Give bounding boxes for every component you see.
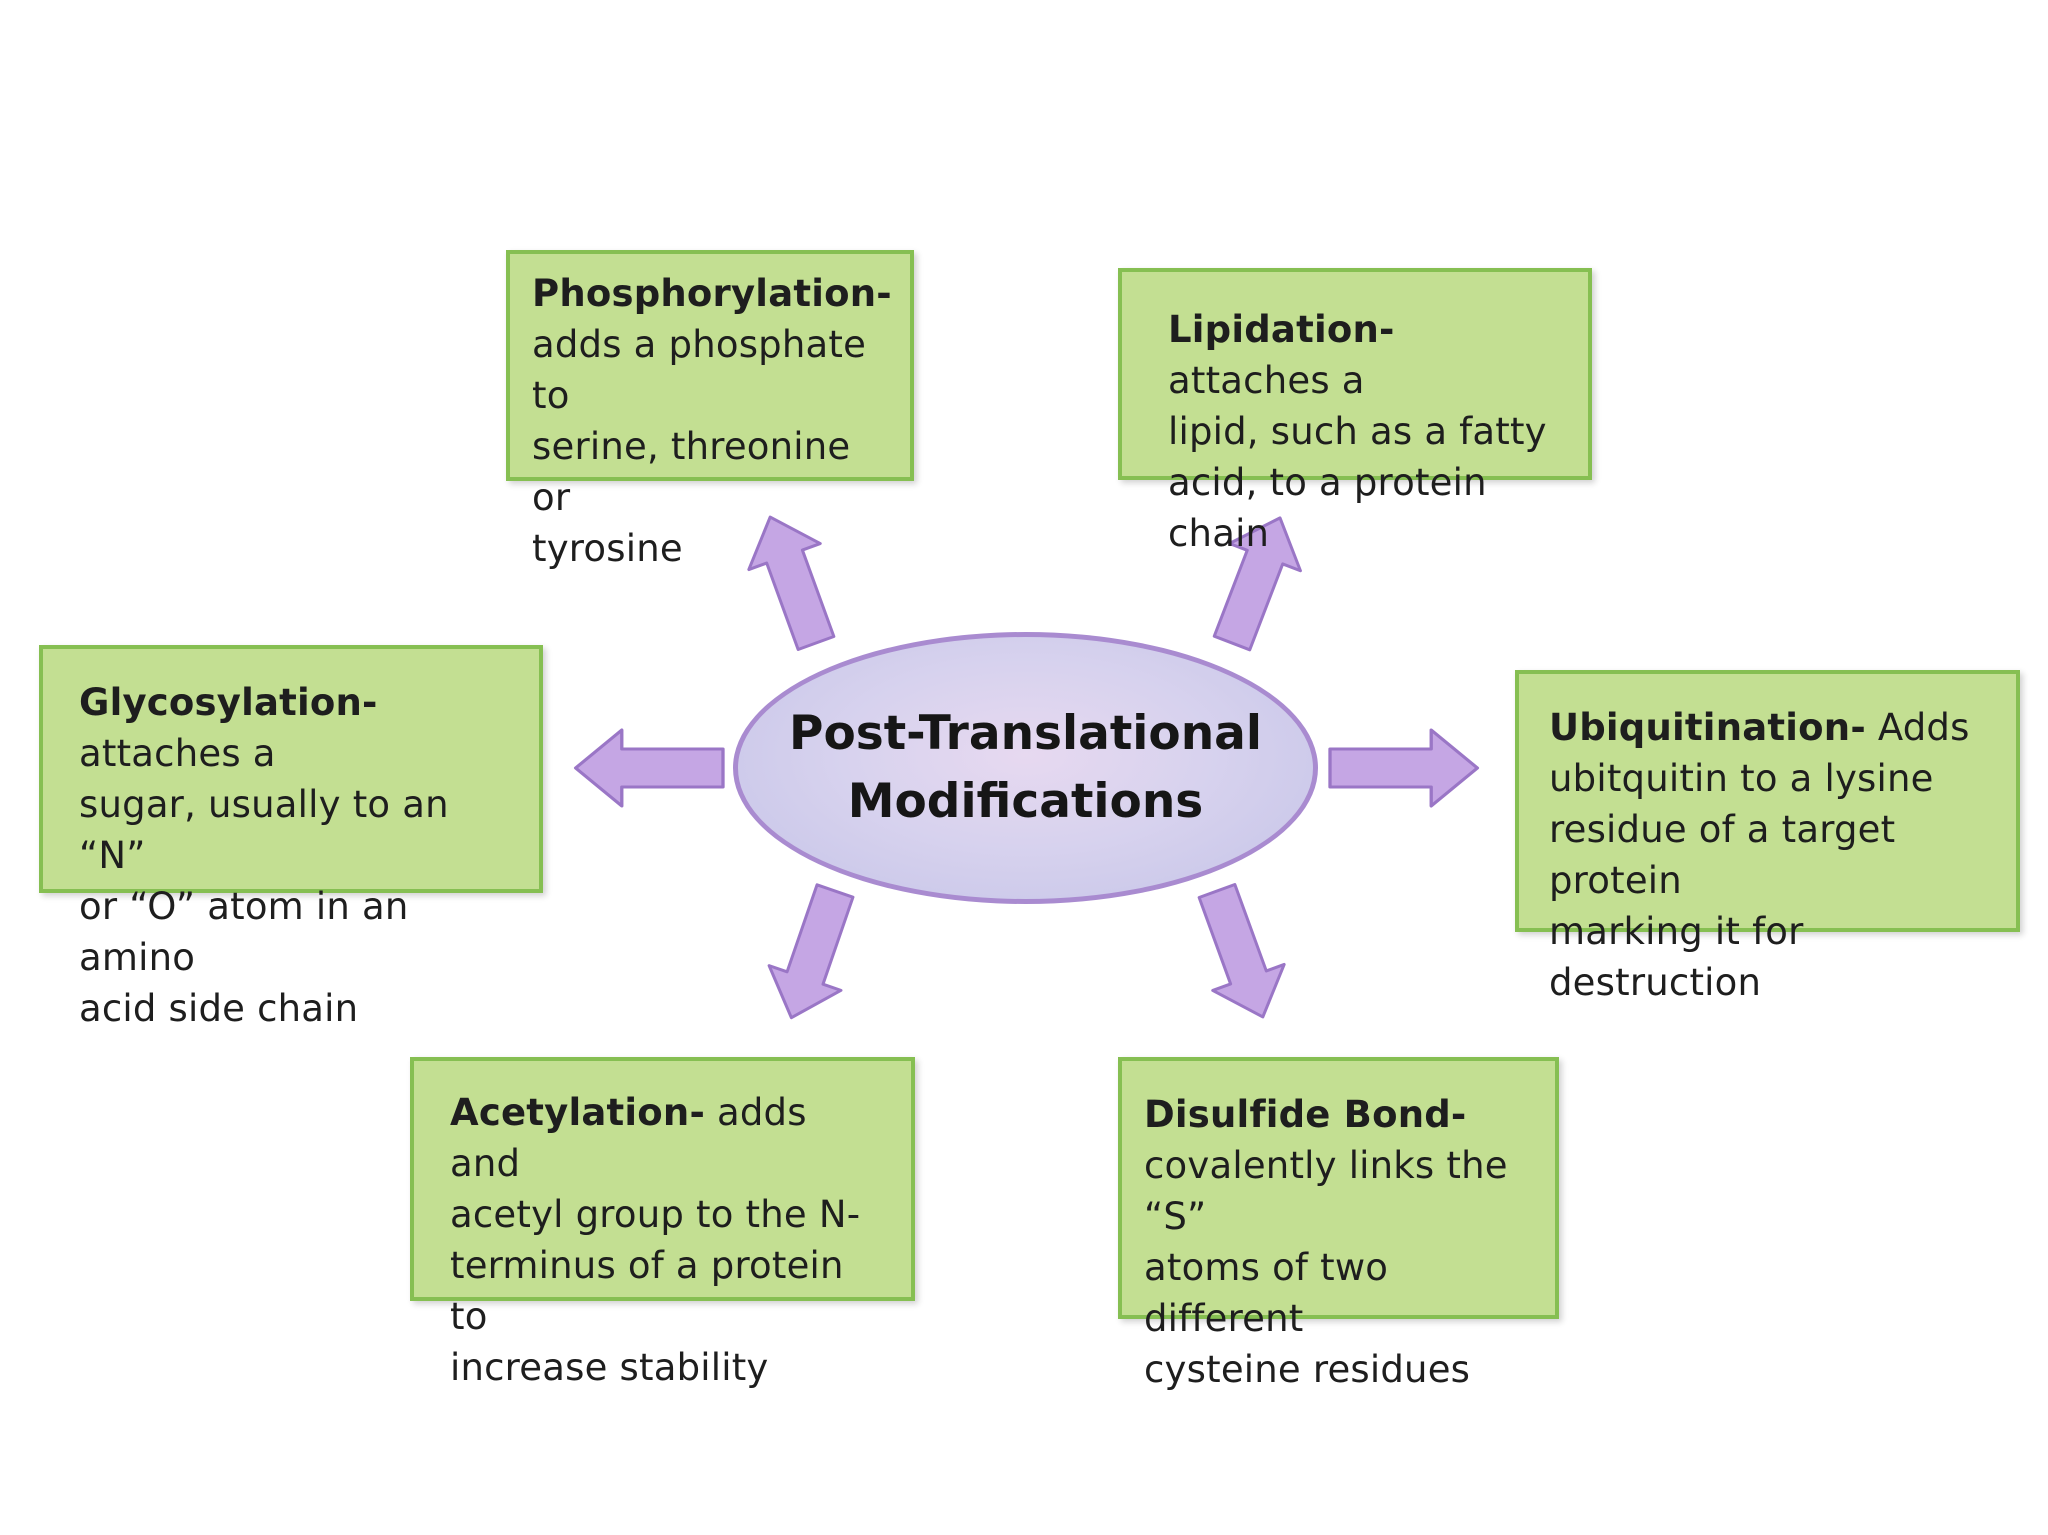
lipidation-first-line: Lipidation- attaches a	[1168, 304, 1560, 406]
phosphorylation-term: Phosphorylation-	[532, 272, 892, 315]
glycosylation-desc-line3: or “O” atom in an amino	[79, 885, 409, 979]
center-ellipse: Post-Translational Modifications	[733, 632, 1318, 904]
phosphorylation-box: Phosphorylation- adds a phosphate to ser…	[506, 250, 914, 570]
disulfide-desc-line1: covalently links the “S”	[1144, 1144, 1508, 1238]
ubiquitination-box: Ubiquitination- Adds ubitquitin to a lys…	[1515, 670, 2020, 1004]
glycosylation-first-line: Glycosylation- attaches a	[79, 677, 511, 779]
acetylation-desc-line2: acetyl group to the N-	[450, 1193, 861, 1236]
ubiquitination-desc-line4: marking it for destruction	[1549, 910, 1804, 1004]
arrow-to-disulfide	[1179, 876, 1301, 1032]
phosphorylation-desc-line1: adds a phosphate to	[532, 323, 867, 417]
ubiquitination-first-line: Ubiquitination- Adds	[1549, 702, 1988, 753]
acetylation-desc-line3: terminus of a protein to	[450, 1244, 844, 1338]
ubiquitination-desc-line3: residue of a target protein	[1549, 808, 1896, 902]
acetylation-box: Acetylation- adds and acetyl group to th…	[410, 1057, 915, 1389]
glycosylation-first-rest: attaches a	[79, 732, 276, 775]
lipidation-desc-line3: acid, to a protein chain	[1168, 461, 1487, 555]
center-title-line2: Modifications	[847, 774, 1204, 829]
lipidation-term: Lipidation-	[1168, 308, 1395, 351]
acetylation-first-rest: adds and	[450, 1091, 807, 1185]
arrow-to-ubiquitination	[1328, 728, 1480, 808]
acetylation-term: Acetylation-	[450, 1091, 706, 1134]
lipidation-first-rest: attaches a	[1168, 359, 1365, 402]
arrow-to-glycosylation	[573, 728, 725, 808]
glycosylation-term: Glycosylation-	[79, 681, 378, 724]
center-title-line1: Post-Translational	[789, 706, 1262, 761]
lipidation-desc-line2: lipid, such as a fatty	[1168, 410, 1547, 453]
ubiquitination-desc-line2: ubitquitin to a lysine	[1549, 757, 1934, 800]
acetylation-desc-line4: increase stability	[450, 1346, 769, 1389]
disulfide-desc-line2: atoms of two different	[1144, 1246, 1389, 1340]
phosphorylation-desc-line2: serine, threonine or	[532, 425, 851, 519]
glycosylation-desc-line2: sugar, usually to an “N”	[79, 783, 449, 877]
disulfide-desc-line3: cysteine residues	[1144, 1348, 1471, 1391]
center-title: Post-Translational Modifications	[746, 700, 1306, 836]
acetylation-first-line: Acetylation- adds and	[450, 1087, 883, 1189]
arrow-to-acetylation	[753, 877, 873, 1032]
ubiquitination-first-rest: Adds	[1865, 706, 1970, 749]
glycosylation-box: Glycosylation- attaches a sugar, usually…	[39, 645, 543, 1030]
disulfide-term: Disulfide Bond-	[1144, 1093, 1467, 1136]
ubiquitination-term: Ubiquitination-	[1549, 706, 1866, 749]
lipidation-box: Lipidation- attaches a lipid, such as a …	[1118, 268, 1592, 555]
glycosylation-desc-line4: acid side chain	[79, 987, 359, 1030]
phosphorylation-desc-line3: tyrosine	[532, 527, 683, 570]
disulfide-bond-box: Disulfide Bond- covalently links the “S”…	[1118, 1057, 1559, 1391]
